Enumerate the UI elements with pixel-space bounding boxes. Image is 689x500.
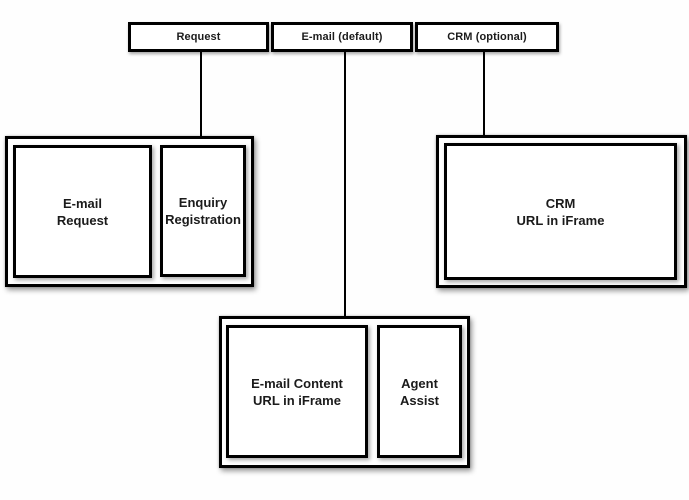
box-email-content-url-in-iframe: E-mail Content URL in iFrame — [226, 325, 368, 458]
panel-request: E-mail Request Enquiry Registration — [5, 136, 254, 287]
box-enquiry-registration: Enquiry Registration — [160, 145, 246, 277]
tab-request: Request — [128, 22, 269, 52]
panel-email: E-mail Content URL in iFrame Agent Assis… — [219, 316, 470, 468]
connector-line-request — [200, 51, 202, 136]
tab-crm-optional: CRM (optional) — [415, 22, 559, 52]
box-email-request: E-mail Request — [13, 145, 152, 278]
box-agent-assist: Agent Assist — [377, 325, 462, 458]
connector-line-email — [344, 51, 346, 317]
tab-email-default: E-mail (default) — [271, 22, 413, 52]
connector-line-crm — [483, 51, 485, 136]
box-crm-url-in-iframe: CRM URL in iFrame — [444, 143, 677, 280]
panel-crm: CRM URL in iFrame — [436, 135, 687, 288]
